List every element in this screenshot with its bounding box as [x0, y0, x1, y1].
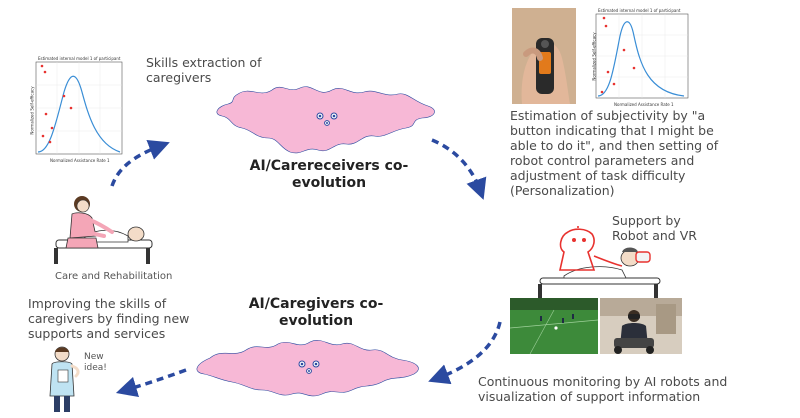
caregivers-blob [196, 340, 419, 397]
arrow-top-right [431, 138, 487, 200]
new-idea-caption: New idea! [84, 352, 107, 373]
arrow-to-top [110, 139, 170, 187]
vr-soccer-photo [510, 298, 598, 354]
support-caption: Support by Robot and VR [612, 213, 697, 243]
care-rehab-caption: Care and Rehabilitation [55, 271, 173, 282]
mini-chart-left-xlabel: Normalized Assistance Rate 1 [50, 158, 110, 163]
button-device-photo [512, 8, 576, 104]
mini-chart-left-title: Estimated internal model 1 of participan… [38, 56, 121, 61]
mini-chart-right-ylabel: Normalized Self-efficacy [591, 32, 597, 81]
caregivers-title: AI/Caregivers co-evolution [248, 296, 384, 329]
monitoring-caption: Continuous monitoring by AI robots and v… [478, 374, 728, 404]
carereceivers-title: AI/Carereceivers co-evolution [249, 158, 409, 191]
mini-chart-left-ylabel: Normalized Self-efficacy [29, 86, 35, 135]
mini-chart-right: Estimated internal model 1 of participan… [584, 6, 692, 110]
face-icon [316, 112, 338, 126]
new-idea-person [49, 346, 80, 412]
mini-chart-right-title: Estimated internal model 1 of participan… [598, 8, 681, 13]
improving-caption: Improving the skills of caregivers by fi… [28, 296, 190, 341]
estimation-caption: Estimation of subjectivity by "a button … [510, 108, 719, 198]
arrow-bottom-left [115, 368, 187, 398]
skills-extraction-caption: Skills extraction of caregivers [146, 55, 262, 85]
face-icon [298, 360, 320, 374]
care-illustration [54, 196, 153, 264]
mini-chart-right-xlabel: Normalized Assistance Rate 1 [614, 102, 674, 107]
vr-user-photo [600, 298, 682, 354]
robot-vr-illustration [538, 226, 661, 298]
arrow-right-down [428, 321, 502, 385]
carereceivers-blob [216, 86, 435, 154]
mini-chart-left: Estimated internal model 1 of participan… [26, 52, 126, 168]
